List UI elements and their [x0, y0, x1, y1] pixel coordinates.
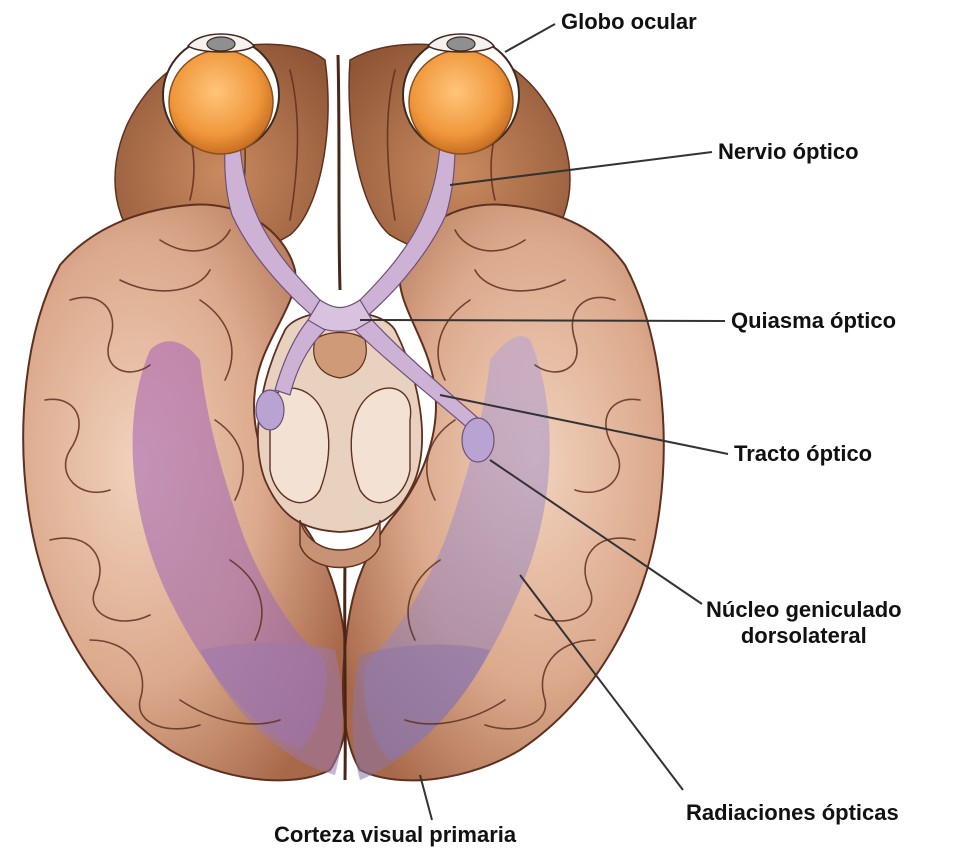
leader-quiasma-optico	[360, 320, 725, 321]
brain-hemispheres	[23, 44, 663, 780]
label-nervio-optico: Nervio óptico	[718, 139, 859, 165]
label-radiaciones-opticas: Radiaciones ópticas	[686, 800, 899, 826]
label-nucleo-geniculado-line2: dorsolateral	[706, 623, 902, 649]
longitudinal-fissure	[338, 55, 340, 290]
leader-corteza-visual	[420, 775, 432, 820]
label-nucleo-geniculado: Núcleo geniculado dorsolateral	[706, 597, 902, 649]
lgn-left	[256, 390, 284, 430]
label-nucleo-geniculado-line1: Núcleo geniculado	[706, 597, 902, 623]
lgn-right	[462, 418, 494, 462]
leader-globo-ocular	[505, 24, 555, 52]
label-corteza-visual-primaria: Corteza visual primaria	[274, 822, 516, 848]
label-quiasma-optico: Quiasma óptico	[731, 308, 896, 334]
label-globo-ocular: Globo ocular	[561, 9, 697, 35]
label-tracto-optico: Tracto óptico	[734, 441, 872, 467]
eyeballs	[163, 34, 519, 154]
pons-right	[351, 388, 410, 503]
occipital-fissure	[345, 560, 346, 780]
